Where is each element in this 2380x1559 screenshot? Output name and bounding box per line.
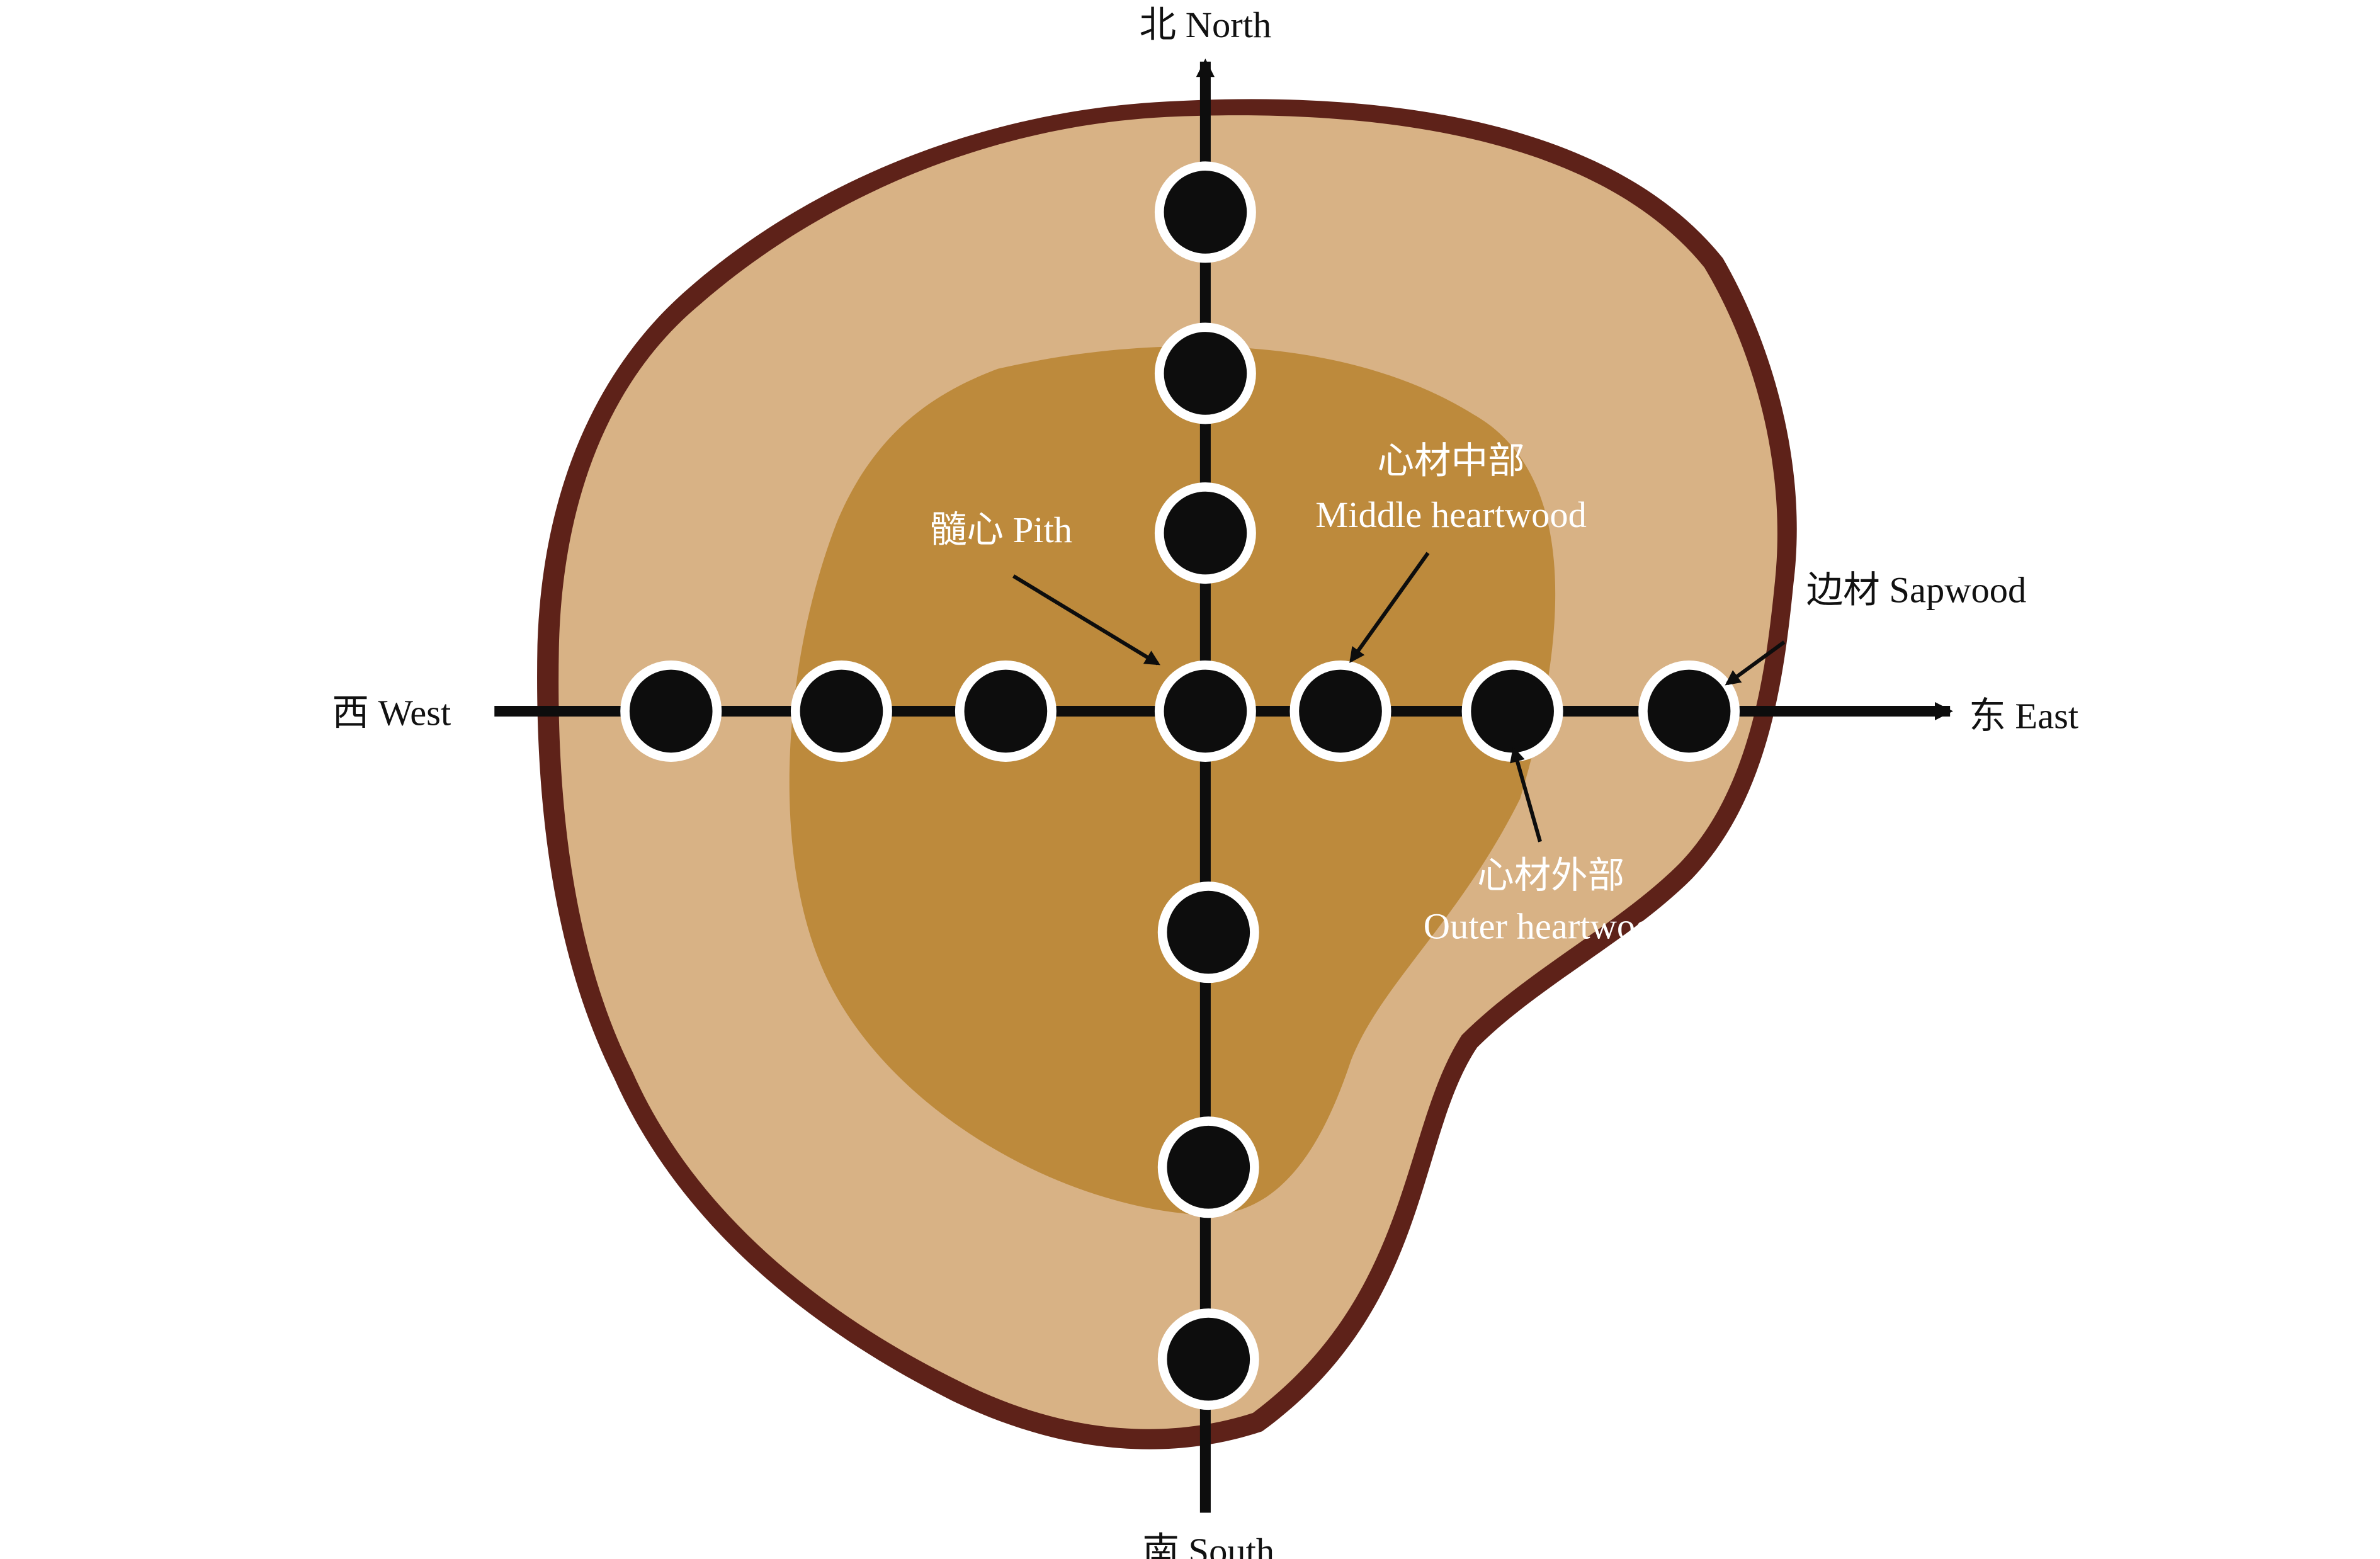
sample-point-south-1 (1167, 890, 1250, 974)
sample-points (620, 161, 1740, 1410)
outer-heartwood-label-cn: 心材外部 (1477, 855, 1624, 896)
west-label: 西 West (332, 692, 451, 733)
pith-arrow (1012, 574, 1160, 666)
sample-point-south-3 (1167, 1317, 1250, 1401)
middle-heartwood-label-cn: 心材中部 (1378, 440, 1525, 481)
sapwood-arrow (1725, 640, 1786, 686)
sample-point-north-2 (1164, 332, 1247, 415)
sample-point-west-3 (629, 669, 713, 753)
middle-heartwood-label-en: Middle heartwood (1315, 494, 1587, 535)
pith-label: 髓心 Pith (930, 509, 1072, 550)
sample-point-north-3 (1164, 171, 1247, 254)
outer-heartwood-label-en: Outer heartwood (1424, 905, 1672, 946)
heartwood-region (789, 346, 1556, 1216)
sample-point-north-1 (1164, 491, 1247, 575)
sample-point-east-1 (1299, 669, 1382, 753)
sample-point-west-1 (964, 669, 1048, 753)
south-label: 南 South (1142, 1531, 1274, 1559)
sapwood-label: 边材 Sapwood (1806, 569, 2026, 610)
sample-point-west-2 (800, 669, 883, 753)
middle-heartwood-arrow (1349, 552, 1430, 663)
sample-point-east-3 (1647, 669, 1731, 753)
north-label: 北 North (1140, 4, 1272, 45)
sample-point-center-1 (1164, 669, 1247, 753)
sample-point-south-2 (1167, 1125, 1250, 1209)
sample-point-east-2 (1471, 669, 1554, 753)
outer-heartwood-arrow (1510, 746, 1542, 842)
east-label: 东 East (1969, 695, 2078, 736)
